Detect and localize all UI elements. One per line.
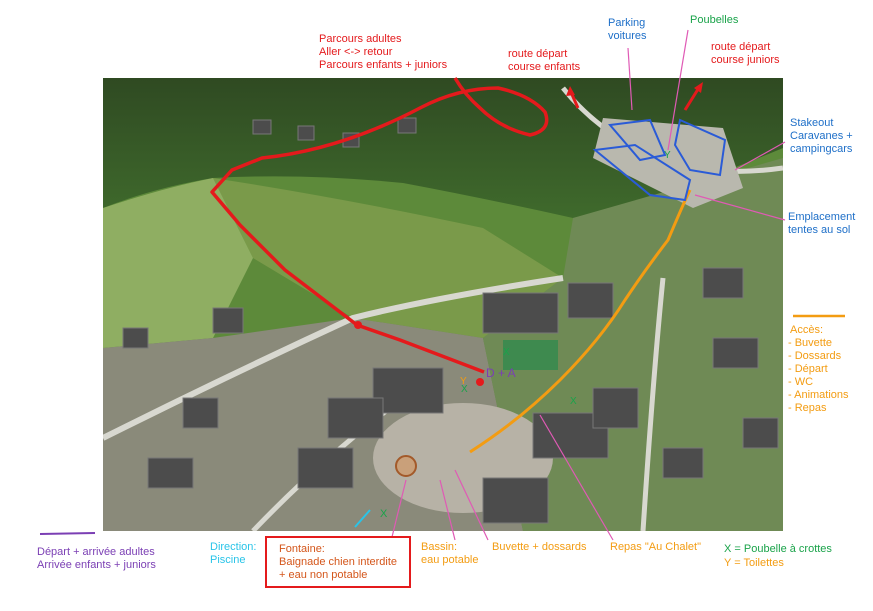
acces-item: - Buvette [788, 337, 833, 349]
label-tentes: Emplacement tentes au sol [788, 211, 856, 236]
fontaine-box [265, 536, 411, 588]
legend-x: X = Poubelle à crottes [724, 543, 832, 555]
acces-item: - WC [788, 376, 814, 388]
acces-title: Accès: [790, 324, 824, 336]
acces-item: - Départ [788, 363, 828, 375]
label-parking: Parking voitures [608, 17, 647, 42]
depart-legend-line [39, 532, 96, 535]
acces-item: - Repas [788, 402, 827, 414]
label-direction: Direction: Piscine [210, 541, 257, 566]
legend-y: Y = Toilettes [724, 557, 784, 569]
label-stakeout: Stakeout Caravanes + campingcars [790, 117, 853, 155]
label-route-enfants: route départ course enfants [508, 48, 581, 73]
label-parcours: Parcours adultes Aller <-> retour Parcou… [319, 33, 448, 71]
label-poubelles: Poubelles [690, 14, 739, 26]
label-fontaine: Fontaine: Baignade chien interdite + eau… [279, 543, 398, 581]
label-depart-arrivee: Départ + arrivée adultes Arrivée enfants… [37, 546, 156, 571]
label-buvette: Buvette + dossards [492, 541, 587, 553]
aerial-map [103, 78, 783, 531]
label-route-juniors: route départ course juniors [711, 41, 780, 66]
label-bassin: Bassin: eau potable [421, 541, 479, 566]
label-repas: Repas "Au Chalet" [610, 541, 701, 553]
acces-item: - Dossards [788, 350, 842, 362]
acces-item: - Animations [788, 389, 849, 401]
